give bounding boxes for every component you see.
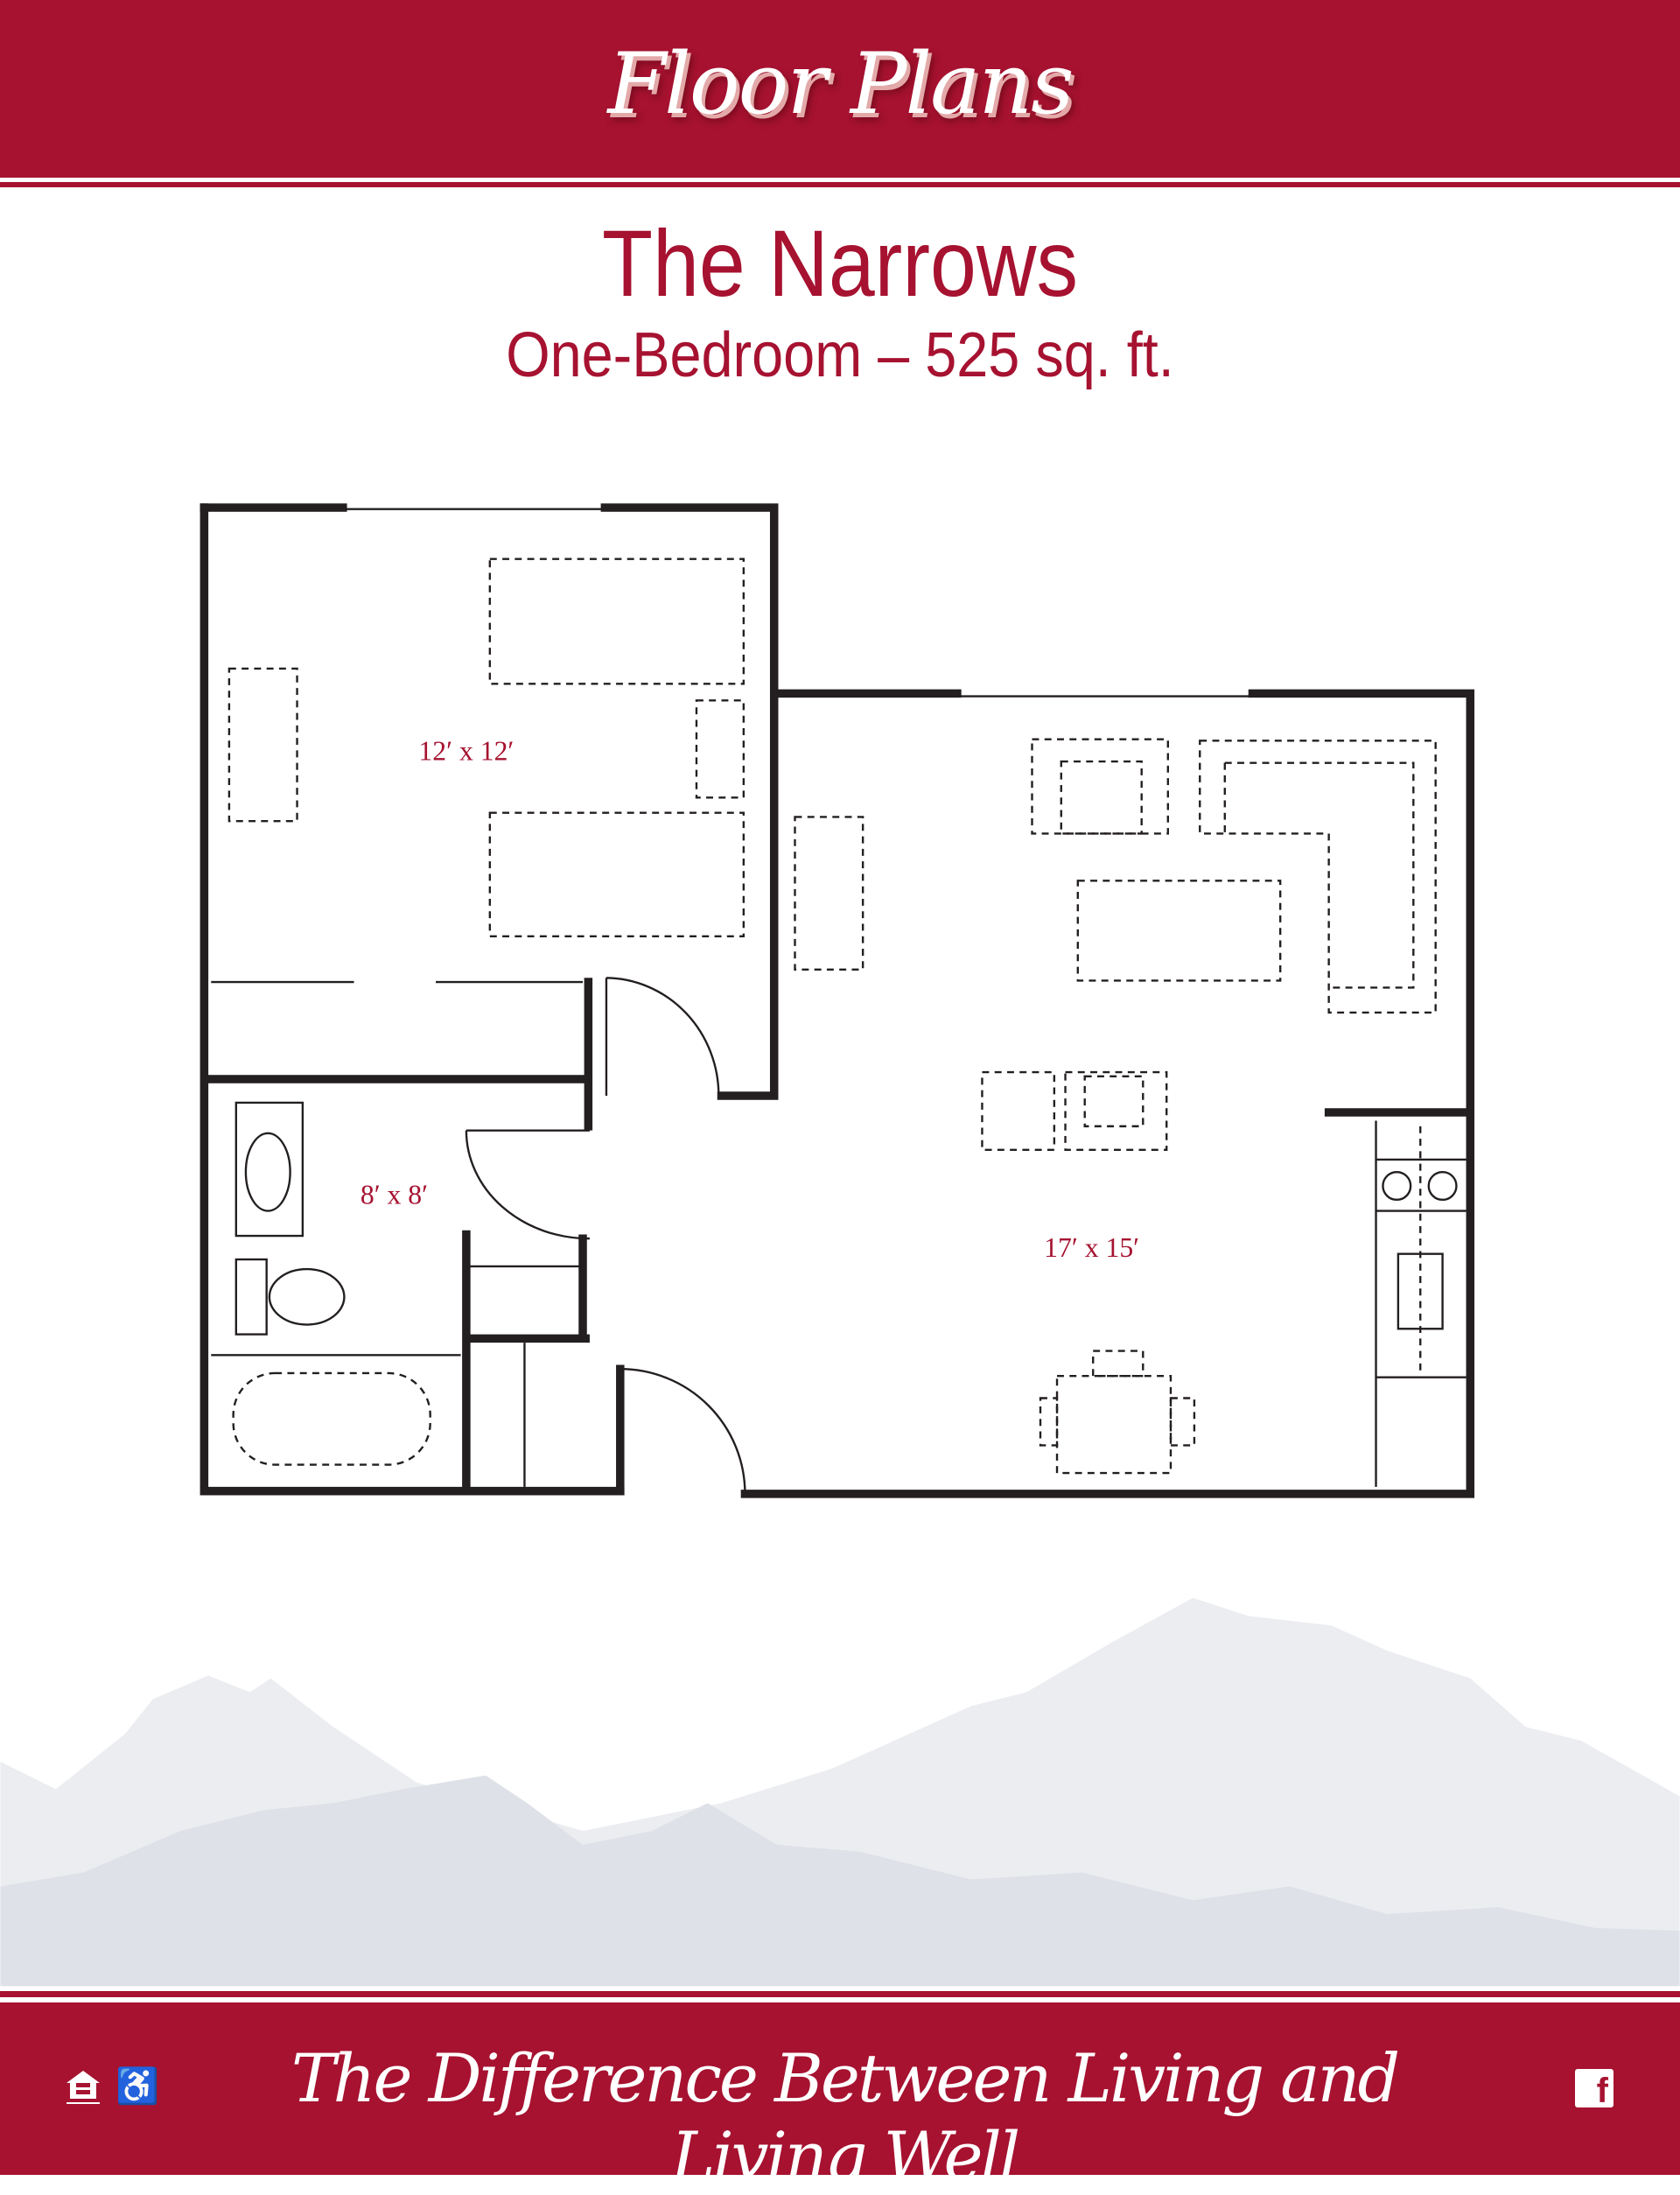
living-room-dimensions: 17′ x 15′ [1044, 1232, 1139, 1263]
bathroom-door [465, 1129, 590, 1240]
chair [1064, 1070, 1168, 1152]
stove-burner [1427, 1170, 1458, 1202]
equal-housing-icon [63, 2067, 103, 2112]
dining-chair [1092, 1350, 1144, 1378]
bedroom-door [605, 977, 720, 1097]
coffee-table [1076, 880, 1282, 982]
thin-lines [211, 508, 1466, 1494]
footer-divider [0, 1991, 1680, 1997]
dining-table [1055, 1374, 1172, 1475]
stove-burner [1382, 1170, 1412, 1202]
nightstand [695, 699, 746, 799]
bed [488, 811, 746, 937]
walls [200, 503, 1475, 1498]
bedroom-dimensions: 12′ x 12′ [418, 735, 514, 766]
bathtub [232, 1371, 431, 1466]
facebook-icon[interactable]: f [1575, 2069, 1614, 2110]
side-table [981, 1070, 1056, 1152]
toilet-bowl [268, 1267, 346, 1326]
sectional-sofa [1199, 740, 1437, 1014]
tv-stand [794, 816, 864, 971]
footer-band [0, 2002, 1680, 2175]
furniture [228, 558, 1437, 1475]
armchair [1031, 738, 1169, 835]
bathroom-dimensions: 8′ x 8′ [360, 1180, 428, 1210]
header-divider [0, 182, 1680, 187]
dining-chair [1039, 1397, 1059, 1447]
vanity [234, 1101, 304, 1238]
dining-chair [1169, 1397, 1196, 1447]
toilet-tank [234, 1258, 268, 1336]
accessibility-icon: ♿ [116, 2067, 159, 2106]
mountain-front [0, 1775, 1680, 1987]
header-band [0, 0, 1680, 178]
bed [488, 558, 746, 685]
kitchen-counter [1375, 1120, 1466, 1487]
plan-title: The Narrows [602, 210, 1078, 316]
sink [244, 1132, 291, 1212]
plan-subtitle: One-Bedroom – 525 sq. ft. [506, 320, 1174, 390]
footer-tagline: The Difference Between Living and Living… [290, 2039, 1400, 2195]
entry-door [620, 1368, 746, 1494]
header-title: Floor Plans [607, 35, 1074, 133]
dresser [228, 667, 298, 823]
